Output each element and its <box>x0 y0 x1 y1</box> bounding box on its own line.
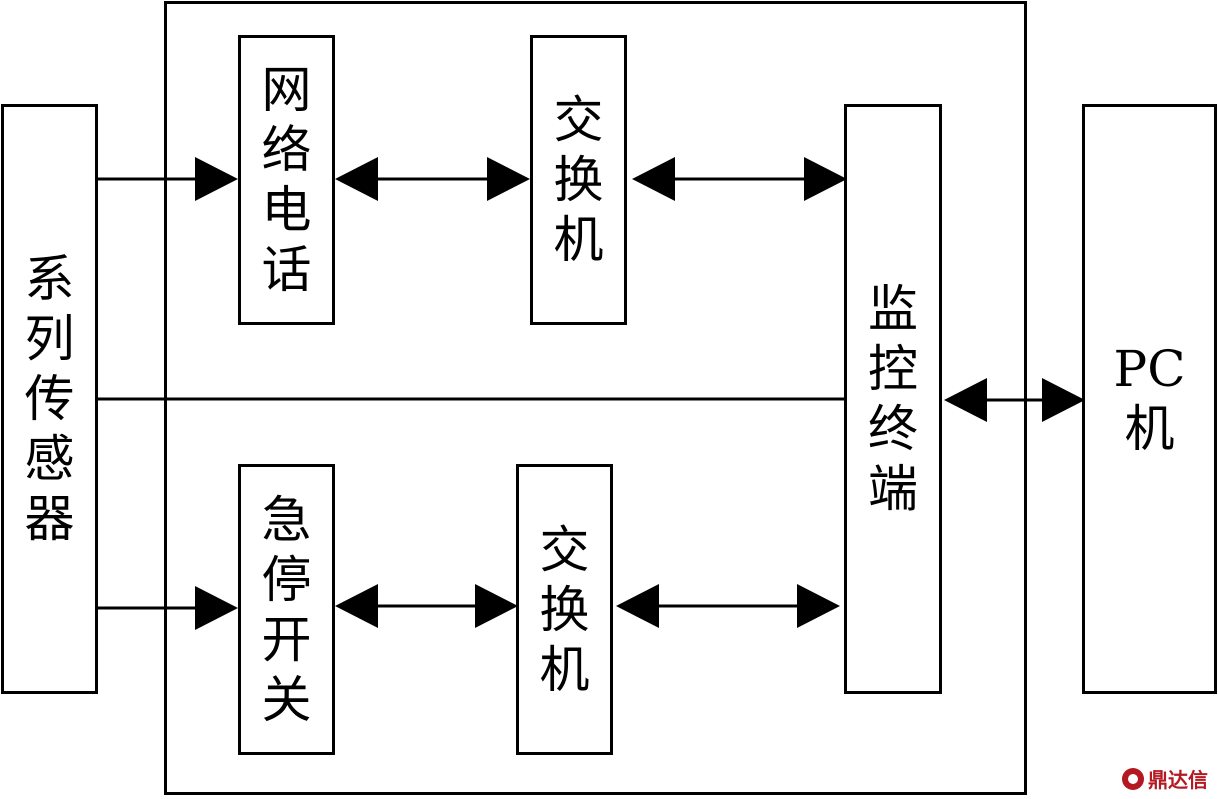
switch-top-box: 交换机 <box>530 35 627 325</box>
arrow-head <box>195 586 238 630</box>
sensor-box: 系列传感器 <box>1 104 98 694</box>
arrow-head <box>804 157 847 201</box>
watermark: 鼎达信 <box>1122 764 1208 793</box>
switch-top-label: 交换机 <box>553 91 604 269</box>
emergency-stop-label: 急停开关 <box>261 490 312 729</box>
pc-label: PC 机 <box>1114 339 1186 459</box>
arrow-head <box>616 584 659 628</box>
watermark-logo-icon <box>1122 767 1144 790</box>
arrow-head <box>632 157 675 201</box>
monitor-terminal-label: 监控终端 <box>868 280 918 518</box>
arrow-head <box>797 584 840 628</box>
arrow-head <box>335 157 378 201</box>
arrow-head <box>1042 378 1085 422</box>
emergency-stop-box: 急停开关 <box>238 464 335 755</box>
switch-bottom-box: 交换机 <box>516 464 613 755</box>
arrow-head <box>944 378 987 422</box>
pc-box: PC 机 <box>1082 104 1217 694</box>
switch-bottom-label: 交换机 <box>539 520 590 699</box>
arrow-head <box>335 584 378 628</box>
pc-label-line1: PC <box>1113 340 1186 398</box>
pc-label-line2: 机 <box>1124 400 1175 458</box>
watermark-text: 鼎达信 <box>1148 768 1208 792</box>
monitor-terminal-box: 监控终端 <box>844 104 942 694</box>
arrow-head <box>195 157 238 201</box>
network-phone-box: 网络电话 <box>238 35 335 325</box>
arrow-head <box>487 157 530 201</box>
sensor-label: 系列传感器 <box>24 250 75 548</box>
arrow-head <box>475 584 518 628</box>
network-phone-label: 网络电话 <box>261 61 312 299</box>
